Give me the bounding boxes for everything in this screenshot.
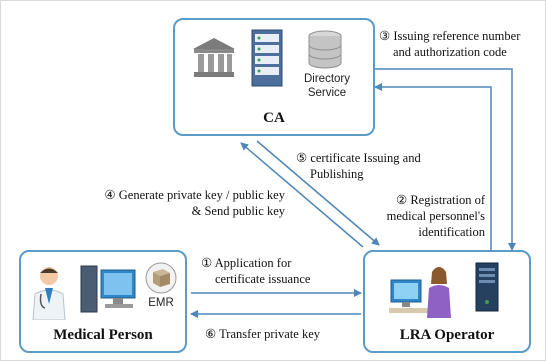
step-5-label: ⑤ certificate Issuing and Publishing <box>296 151 421 181</box>
lra-operator-title: LRA Operator <box>399 327 495 343</box>
arrow-step-3 <box>375 68 516 251</box>
ca-title: CA <box>263 110 285 126</box>
step-6-label: ⑥ Transfer private key <box>205 327 321 341</box>
medical-person-box: EMR Medical Person <box>19 250 187 353</box>
emr-label: EMR <box>148 297 174 309</box>
database-icon <box>308 30 342 69</box>
step-3-label: ③ Issuing reference number and authoriza… <box>379 29 521 59</box>
step-4-label: ④ Generate private key / public key & Se… <box>104 188 285 218</box>
step-1-label: ① Application for certificate issuance <box>201 256 311 286</box>
server-tower-icon <box>475 262 499 312</box>
arrow-step-2 <box>374 83 492 250</box>
operator-icon <box>389 267 451 318</box>
arrow-step-4 <box>240 142 364 248</box>
ca-box: Directory Service CA <box>173 18 375 136</box>
computer-icon <box>80 265 136 313</box>
emr-box-icon <box>145 262 177 294</box>
lra-operator-box: LRA Operator <box>363 250 531 353</box>
doctor-icon <box>32 267 66 320</box>
medical-person-title: Medical Person <box>53 327 153 343</box>
step-2-label: ② Registration of medical personnel's id… <box>386 193 485 239</box>
bank-icon <box>193 38 235 77</box>
server-rack-icon <box>251 29 283 87</box>
directory-service-label: Directory Service <box>303 73 350 99</box>
arrow-step-5 <box>256 140 380 246</box>
